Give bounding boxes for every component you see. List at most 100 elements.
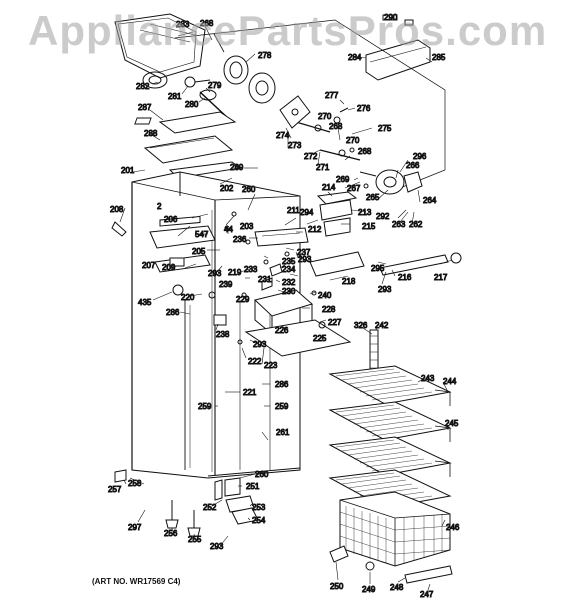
part-label: 250 (330, 582, 344, 591)
part-label: 217 (434, 273, 448, 282)
part-label: 208 (110, 205, 124, 214)
part-label: 260 (255, 470, 269, 479)
part-label: 260 (242, 185, 256, 194)
part-label: 220 (181, 293, 195, 302)
part-label: 211 (287, 206, 300, 215)
part-label: 264 (423, 196, 437, 205)
part-label: 234 (282, 265, 296, 274)
part-label: 216 (398, 273, 412, 282)
part-label: 249 (362, 585, 376, 594)
part-label: 243 (421, 374, 435, 383)
part-label: 276 (357, 104, 371, 113)
roller-250-249 (329, 545, 375, 571)
part-label: 261 (276, 428, 290, 437)
auger-parts-282-281-280 (142, 71, 231, 121)
part-label: 248 (390, 583, 404, 592)
part-label: 266 (406, 161, 420, 170)
part-label: 277 (325, 91, 339, 100)
part-label: 207 (142, 261, 156, 270)
part-label: 268 (358, 147, 372, 156)
part-label: 245 (445, 419, 459, 428)
part-label: 254 (252, 516, 266, 525)
basket-slide-247 (404, 565, 453, 584)
leveler-256-255 (165, 500, 201, 537)
part-label: 288 (144, 129, 158, 138)
part-label: 44 (224, 225, 233, 234)
part-label: 218 (342, 277, 356, 286)
part-label: 240 (318, 291, 332, 300)
part-label: 226 (275, 326, 289, 335)
part-label: 282 (136, 82, 150, 91)
part-label: 283 (176, 20, 190, 29)
air-deflector-218 (309, 251, 365, 277)
part-label: 267 (347, 184, 361, 193)
part-label: 284 (348, 53, 362, 62)
part-label: 296 (413, 152, 427, 161)
part-label: 233 (244, 265, 258, 274)
part-label: 287 (138, 103, 152, 112)
light-shield-223 (244, 319, 352, 357)
part-label: 257 (108, 485, 122, 494)
part-label: 215 (362, 222, 376, 231)
part-label: 231 (258, 275, 272, 284)
part-label: 289 (230, 163, 244, 172)
part-label: 212 (308, 225, 322, 234)
part-label: 230 (282, 287, 296, 296)
part-label: 247 (420, 590, 434, 599)
clip-257 (114, 469, 127, 483)
part-label: 286 (275, 380, 289, 389)
part-label: 272 (304, 152, 318, 161)
trim-216 (379, 252, 462, 276)
part-label: 253 (252, 503, 266, 512)
part-label: 326 (354, 321, 368, 330)
part-label: 258 (128, 479, 142, 488)
part-label: 205 (192, 247, 206, 256)
part-label: 547 (195, 230, 209, 239)
part-label: 246 (446, 523, 460, 532)
thermostat-238 (213, 314, 227, 326)
part-label: 213 (358, 208, 372, 217)
part-label: 252 (203, 503, 217, 512)
part-label: 206 (164, 215, 178, 224)
basket-246 (339, 491, 451, 567)
part-label: 286 (166, 308, 180, 317)
part-label: 293 (298, 255, 312, 264)
motor-fan-278 (213, 33, 276, 104)
damper-assembly-214 (316, 191, 358, 237)
part-label: 269 (336, 175, 350, 184)
part-label: 265 (366, 193, 380, 202)
part-label: 221 (243, 388, 257, 397)
part-label: 274 (276, 131, 290, 140)
part-label: 275 (378, 124, 392, 133)
linkage-270-277 (279, 95, 361, 161)
leader-lines (119, 25, 453, 591)
part-label: 236 (233, 235, 247, 244)
part-label: 237 (297, 248, 311, 257)
part-label: 262 (409, 220, 423, 229)
hardware-bits (172, 211, 326, 345)
part-label: 293 (208, 269, 222, 278)
ice-bucket-283 (114, 13, 206, 79)
part-label: 271 (316, 163, 330, 172)
part-label: 435 (138, 298, 152, 307)
part-label: 255 (188, 535, 202, 544)
part-label: 228 (322, 305, 336, 314)
part-label: 232 (282, 278, 296, 287)
light-socket-208 (111, 221, 127, 237)
part-label: 290 (384, 13, 398, 22)
part-label: 235 (282, 257, 296, 266)
part-label: 285 (432, 53, 446, 62)
part-label: 297 (128, 523, 142, 532)
part-label: 292 (376, 212, 390, 221)
part-label: 227 (328, 318, 342, 327)
dispenser-cover-284 (365, 14, 431, 81)
hinge-parts-251-254 (214, 477, 259, 525)
part-label: 202 (220, 184, 234, 193)
part-label: 273 (288, 141, 302, 150)
part-label: 259 (198, 402, 212, 411)
part-label: 222 (248, 357, 262, 366)
part-label: 263 (392, 220, 406, 229)
part-label: 229 (236, 295, 250, 304)
